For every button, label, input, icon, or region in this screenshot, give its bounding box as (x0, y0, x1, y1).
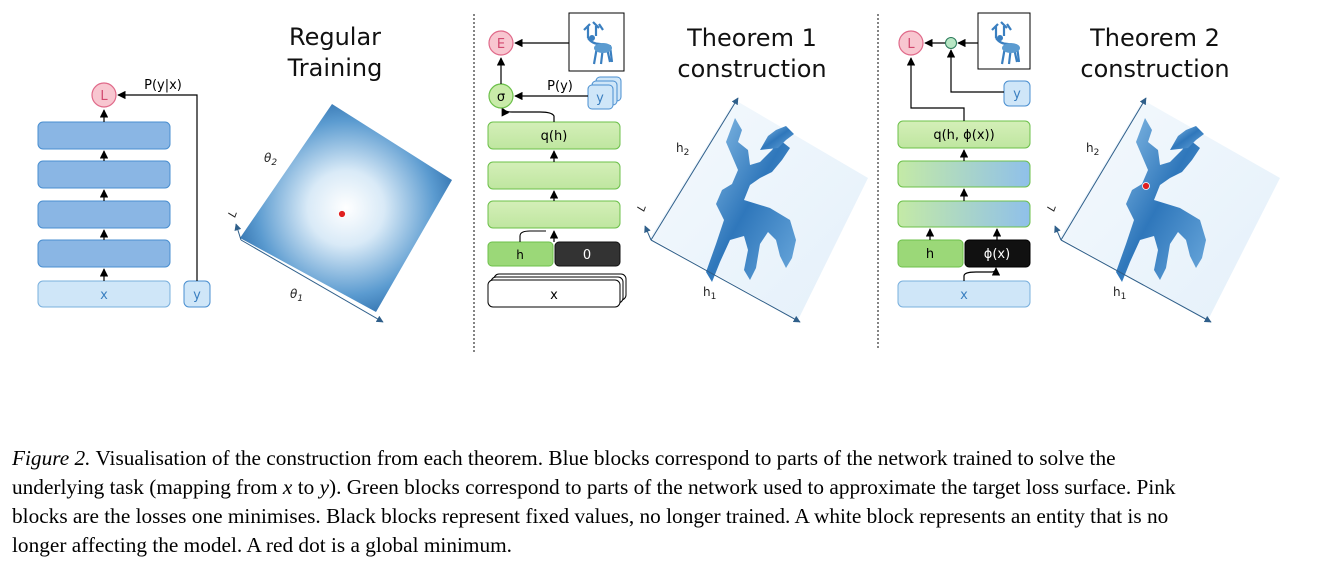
loss-surface-bowl (240, 104, 452, 312)
q-block-label: q(h, ϕ(x)) (933, 128, 994, 143)
loss-node-label: L (907, 37, 915, 52)
axis-theta1-label: θ1 (290, 287, 303, 304)
q-block-label: q(h) (541, 129, 568, 144)
panel-title-line2: construction (1080, 55, 1229, 83)
caption-text-2c: ). Green blocks correspond to parts of t… (329, 475, 1176, 499)
panel-theorem1: x h 0 q(h) σ E y (487, 12, 868, 323)
input-block-label: x (100, 288, 108, 303)
target-block-y (587, 84, 614, 110)
axis-h1-label: h1 (703, 285, 716, 302)
deer-loss-surface (706, 118, 796, 282)
green-blue-layer-2 (897, 200, 1031, 228)
input-block-label: x (960, 288, 968, 303)
axis-loss-label: L (1045, 203, 1059, 213)
axis-loss-label: L (635, 203, 649, 213)
target-block-label: y (193, 288, 201, 303)
axis-h2-label: h2 (1086, 141, 1099, 158)
panel-title-line1: Theorem 2 (1089, 24, 1220, 52)
green-layer-2 (487, 200, 621, 229)
green-layer-1 (487, 161, 621, 190)
caption-label: Figure 2. (12, 446, 91, 470)
caption-line-2: underlying task (mapping from x to y). G… (12, 473, 1310, 502)
global-minimum-dot (1142, 182, 1150, 190)
network-layer-4 (37, 121, 171, 150)
sigmoid-node (945, 37, 957, 49)
panel-regular-training: x y L P(y|x) Regular Training L θ2 θ1 (37, 23, 452, 323)
caption-text-2a: underlying task (mapping from (12, 475, 278, 499)
target-block-y (1003, 80, 1031, 107)
zero-block-label: 0 (583, 248, 591, 263)
loss-node (91, 82, 117, 108)
caption-text-2b: to (297, 475, 315, 499)
caption-math-x: x (282, 475, 293, 499)
energy-node-label: E (497, 37, 505, 52)
arrow-label-py: P(y) (547, 79, 573, 94)
green-blue-layer-1 (897, 160, 1031, 188)
phi-block-label: ϕ(x) (984, 247, 1010, 262)
panel-title-line2: construction (677, 55, 826, 83)
caption-line-3: blocks are the losses one minimises. Bla… (12, 504, 1169, 528)
axis-loss-label: L (226, 209, 240, 219)
network-layer-3 (37, 160, 171, 189)
panel-title-line1: Theorem 1 (686, 24, 817, 52)
energy-node (488, 30, 514, 56)
deer-thumbnail (977, 12, 1031, 70)
loss-node (898, 30, 924, 56)
figure-caption: Figure 2. Visualisation of the construct… (12, 444, 1310, 560)
network-layer-1 (37, 239, 171, 268)
sigma-node-label: σ (497, 90, 505, 105)
deer-thumbnail (568, 12, 625, 72)
h-block-label: h (516, 248, 524, 262)
axis-h2-label: h2 (676, 141, 689, 158)
panel-title-line1: Regular (289, 23, 381, 51)
network-layer-2 (37, 200, 171, 229)
caption-math-y: y (319, 475, 330, 499)
axis-h1-label: h1 (1113, 285, 1126, 302)
zero-block (554, 241, 621, 267)
axis-theta2-label: θ2 (264, 151, 277, 168)
target-block-label: y (1013, 87, 1021, 102)
caption-line-4: longer affecting the model. A red dot is… (12, 533, 512, 557)
input-block-x (487, 279, 621, 308)
caption-line-1: Figure 2. Visualisation of the construct… (12, 444, 1310, 473)
h-block-label: h (926, 247, 934, 262)
target-block-label: y (596, 91, 604, 106)
panel-theorem2: x h ϕ(x) q(h, ϕ(x)) L y Theo (897, 12, 1280, 323)
deer-loss-surface (1116, 118, 1206, 282)
input-block-label: x (550, 288, 558, 303)
arrow-label-pyx: P(y|x) (144, 78, 182, 93)
panel-title-line2: Training (287, 54, 383, 82)
global-minimum-dot (338, 210, 346, 218)
caption-text-1: Visualisation of the construction from e… (95, 446, 1116, 470)
loss-node-label: L (100, 89, 108, 104)
